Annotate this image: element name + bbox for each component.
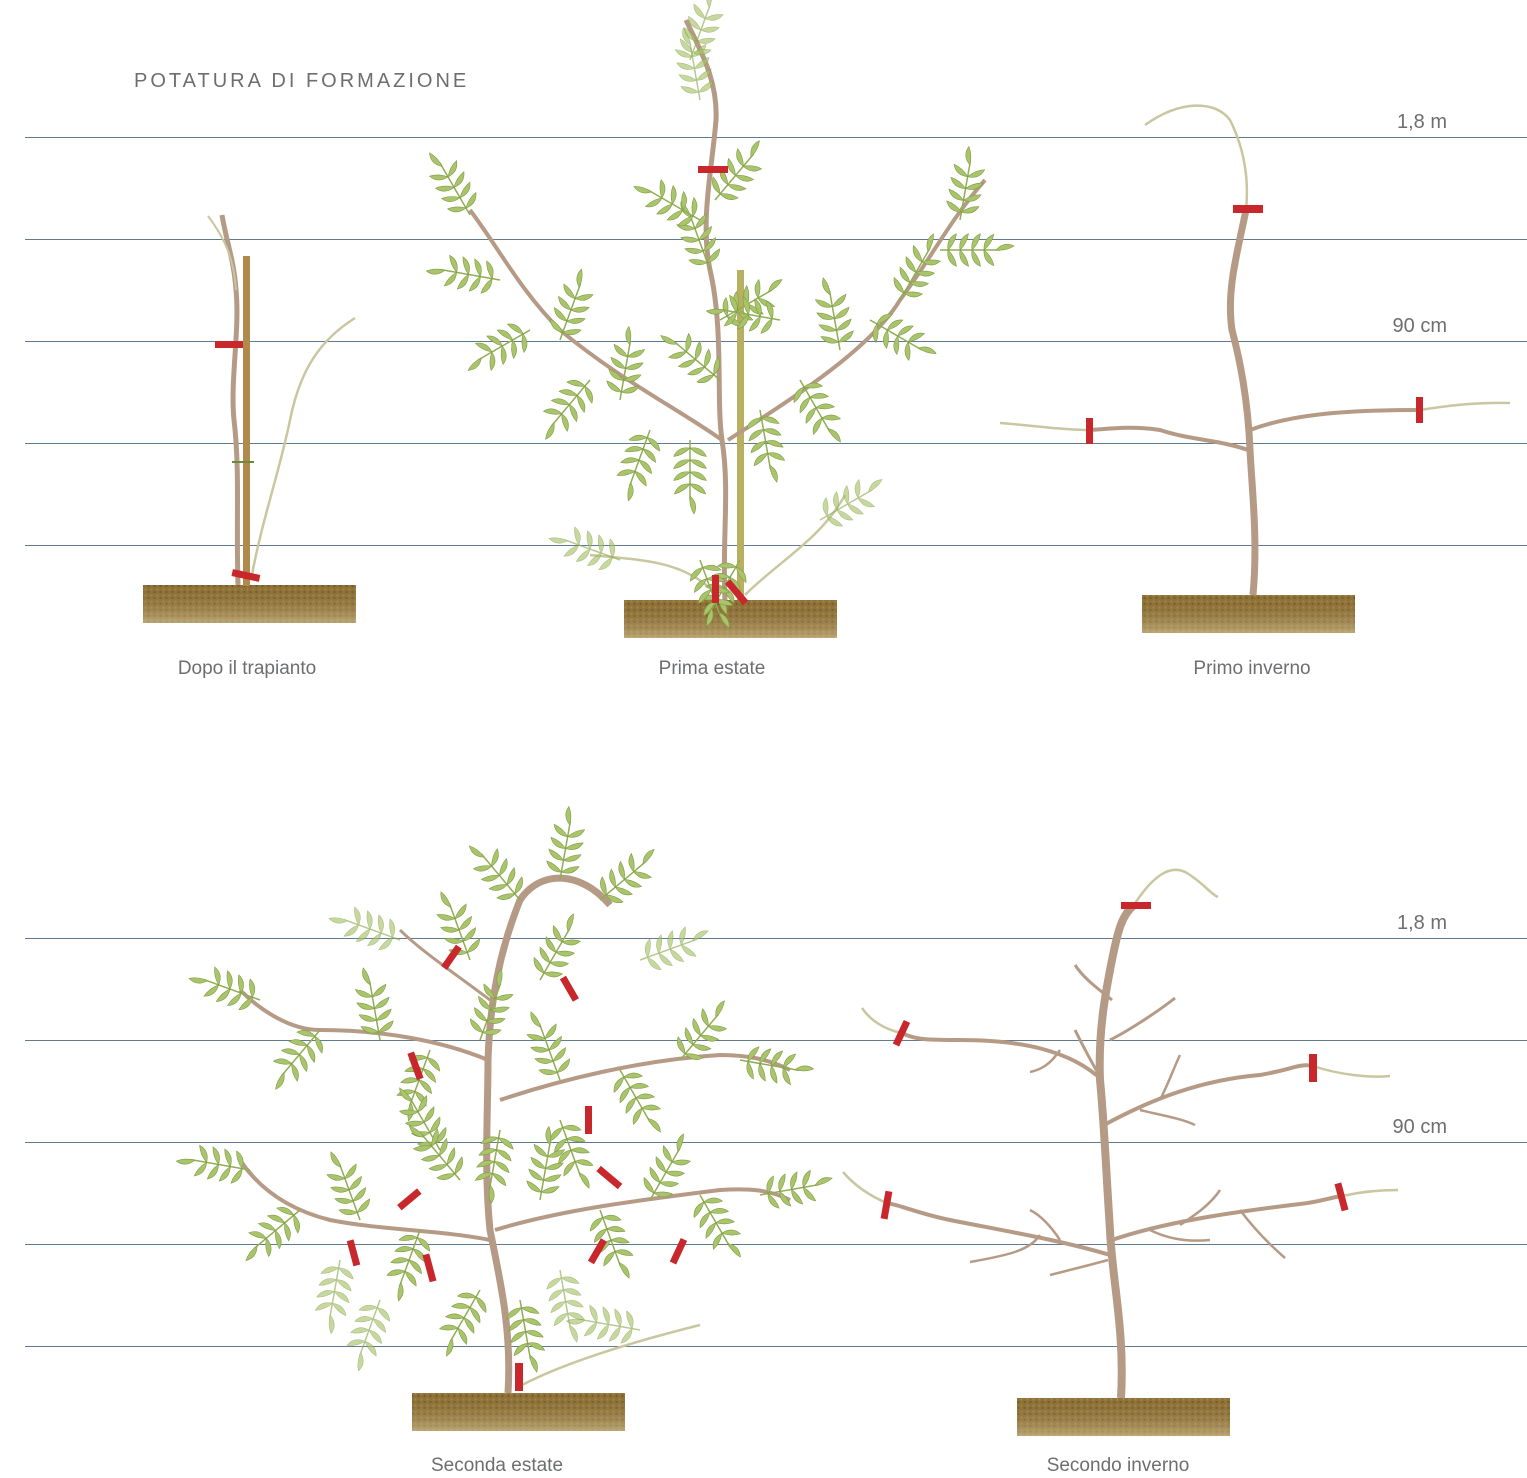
stage-after-planting xyxy=(143,215,356,623)
caption-stage-1: Dopo il trapianto xyxy=(178,658,316,680)
cut-mark xyxy=(893,1020,910,1047)
stage-second-summer xyxy=(174,804,836,1431)
branch-tip xyxy=(1313,1066,1390,1077)
branch xyxy=(1112,1196,1342,1240)
cut-mark xyxy=(347,1239,360,1266)
trunk xyxy=(1100,905,1134,1398)
leader-tip xyxy=(1145,106,1247,210)
cut-mark xyxy=(588,1238,607,1264)
branch xyxy=(1090,428,1248,450)
cut-mark xyxy=(397,1188,421,1210)
cut-mark xyxy=(441,945,462,970)
branch xyxy=(728,180,985,440)
side-shoot xyxy=(745,495,845,595)
caption-stage-3: Primo inverno xyxy=(1193,658,1310,680)
caption-stage-2: Prima estate xyxy=(659,658,766,680)
cut-mark xyxy=(698,166,728,173)
cut-mark xyxy=(1086,418,1093,444)
branch xyxy=(470,210,722,440)
stage-first-summer xyxy=(418,0,1014,638)
branch-tip xyxy=(1420,403,1510,410)
trunk xyxy=(1230,210,1255,595)
branch xyxy=(1250,410,1420,430)
cut-mark xyxy=(585,1106,592,1134)
leader-tip xyxy=(1134,870,1218,905)
branch xyxy=(240,990,488,1060)
branch xyxy=(902,1033,1102,1080)
cut-mark xyxy=(515,1363,523,1391)
cut-mark xyxy=(712,575,719,603)
cut-mark xyxy=(670,1238,687,1265)
cut-mark xyxy=(215,341,243,348)
side-shoot xyxy=(522,1325,700,1385)
stage-first-winter xyxy=(1000,106,1510,633)
caption-stage-5: Secondo inverno xyxy=(1047,1455,1190,1477)
cut-mark xyxy=(1233,205,1263,213)
branch-tip xyxy=(1000,423,1090,430)
branch xyxy=(887,1203,1110,1255)
stage-second-winter xyxy=(843,870,1398,1436)
cut-mark xyxy=(1416,397,1423,423)
cut-mark xyxy=(1309,1054,1317,1082)
cut-mark xyxy=(1121,902,1151,909)
branch-tip xyxy=(862,1008,902,1033)
caption-stage-4: Seconda estate xyxy=(431,1455,563,1477)
branch-tip xyxy=(1342,1190,1398,1196)
cut-mark xyxy=(596,1166,622,1189)
side-shoot xyxy=(252,318,355,575)
cut-mark xyxy=(422,1253,436,1282)
branch-tip xyxy=(843,1172,887,1203)
branch xyxy=(1104,1065,1313,1125)
trunk xyxy=(222,215,238,585)
cut-mark xyxy=(560,976,579,1002)
branch xyxy=(495,1189,790,1230)
stake xyxy=(243,256,250,586)
